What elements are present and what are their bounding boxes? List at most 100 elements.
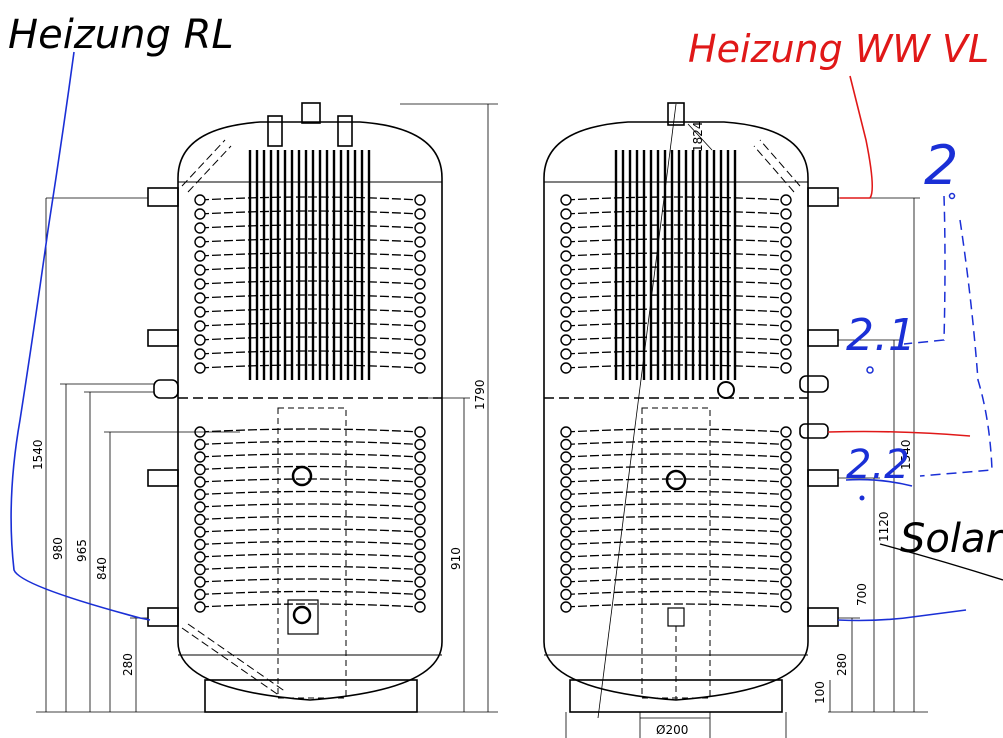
coil-tube xyxy=(565,350,787,355)
coil-end xyxy=(560,278,572,290)
coil-end xyxy=(780,476,792,488)
coil-end xyxy=(780,488,792,501)
coil-end xyxy=(780,334,792,346)
coil-end xyxy=(560,501,572,513)
coil-end xyxy=(194,362,206,374)
coil-tube xyxy=(199,503,421,508)
coil-end xyxy=(194,563,206,576)
coil-tube xyxy=(199,364,421,369)
dim-280-right: 280 xyxy=(835,653,849,676)
heizung-ww-vl-line xyxy=(840,75,874,199)
dim-910: 910 xyxy=(449,547,463,570)
coil-end xyxy=(780,320,792,332)
coil-tube xyxy=(565,308,787,313)
coil-end xyxy=(560,463,572,476)
coil-end xyxy=(414,236,426,248)
coil-end xyxy=(194,348,206,360)
coil-end xyxy=(414,334,426,346)
coil-end xyxy=(194,236,206,248)
coil-end xyxy=(414,222,426,234)
coil-end xyxy=(780,250,792,262)
coil-end xyxy=(194,194,206,206)
coil-end xyxy=(780,208,792,220)
coil-end xyxy=(414,488,426,501)
coil-tube xyxy=(565,322,787,327)
coil-end xyxy=(414,563,426,576)
solar-line-bottom xyxy=(837,609,967,622)
coil-tube xyxy=(199,440,421,446)
coil-tube xyxy=(199,210,421,215)
coil-end xyxy=(194,488,206,501)
coil-end xyxy=(194,334,206,346)
blue-dot-2 xyxy=(859,495,865,501)
coil-tube xyxy=(565,196,787,201)
coil-end xyxy=(194,576,206,588)
blue-dashed-route-2 xyxy=(919,219,993,477)
coil-tube xyxy=(199,515,421,521)
left-tank-coils xyxy=(194,150,426,613)
coil-end xyxy=(414,194,426,206)
coil-end xyxy=(780,588,792,601)
dim-diameter-200: Ø200 xyxy=(656,723,688,737)
coil-end xyxy=(780,236,792,248)
coil-end xyxy=(194,588,206,601)
left-tank xyxy=(147,102,443,713)
coil-end xyxy=(560,292,572,304)
coil-end xyxy=(560,538,572,551)
coil-end xyxy=(780,551,792,563)
coil-end xyxy=(560,208,572,220)
coil-end xyxy=(560,222,572,234)
coil-end xyxy=(780,501,792,513)
dim-965: 965 xyxy=(75,539,89,562)
coil-tube xyxy=(565,478,787,483)
coil-tube xyxy=(199,590,421,596)
coil-tube xyxy=(565,578,787,583)
coil-end xyxy=(560,588,572,601)
coil-end xyxy=(194,538,206,551)
dim-1790: 1790 xyxy=(473,379,487,410)
coil-tube xyxy=(199,578,421,583)
coil-tube xyxy=(565,238,787,243)
coil-tube xyxy=(199,603,421,608)
blue-dot-1 xyxy=(866,366,874,374)
coil-end xyxy=(414,438,426,451)
coil-end xyxy=(780,601,792,613)
coil-end xyxy=(194,451,206,463)
coil-end xyxy=(414,451,426,463)
coil-end xyxy=(780,222,792,234)
coil-end xyxy=(194,278,206,290)
dim-100: 100 xyxy=(813,681,827,704)
coil-tube xyxy=(199,528,421,533)
coil-tube xyxy=(199,465,421,471)
coil-end xyxy=(780,194,792,206)
coil-tube xyxy=(199,553,421,558)
coil-tube xyxy=(565,210,787,215)
coil-end xyxy=(780,563,792,576)
coil-end xyxy=(194,526,206,538)
coil-tube xyxy=(565,224,787,229)
solar-line-underline xyxy=(879,543,1003,581)
coil-end xyxy=(194,306,206,318)
label-heizung-rl: Heizung RL xyxy=(8,12,234,58)
coil-tube xyxy=(199,280,421,285)
right-tank-coils xyxy=(560,150,792,613)
coil-end xyxy=(560,563,572,576)
coil-tube xyxy=(199,540,421,546)
coil-tube xyxy=(565,503,787,508)
coil-end xyxy=(560,526,572,538)
coil-end xyxy=(780,576,792,588)
coil-tube xyxy=(565,336,787,341)
coil-tube xyxy=(565,590,787,596)
coil-end xyxy=(414,501,426,513)
coil-tube xyxy=(565,540,787,546)
coil-end xyxy=(780,348,792,360)
coil-tube xyxy=(199,266,421,271)
coil-tube xyxy=(565,453,787,458)
coil-tube xyxy=(565,266,787,271)
coil-tube xyxy=(199,350,421,355)
coil-end xyxy=(194,222,206,234)
dim-700: 700 xyxy=(855,583,869,606)
coil-tube xyxy=(565,294,787,299)
coil-tube xyxy=(199,252,421,257)
coil-end xyxy=(780,526,792,538)
